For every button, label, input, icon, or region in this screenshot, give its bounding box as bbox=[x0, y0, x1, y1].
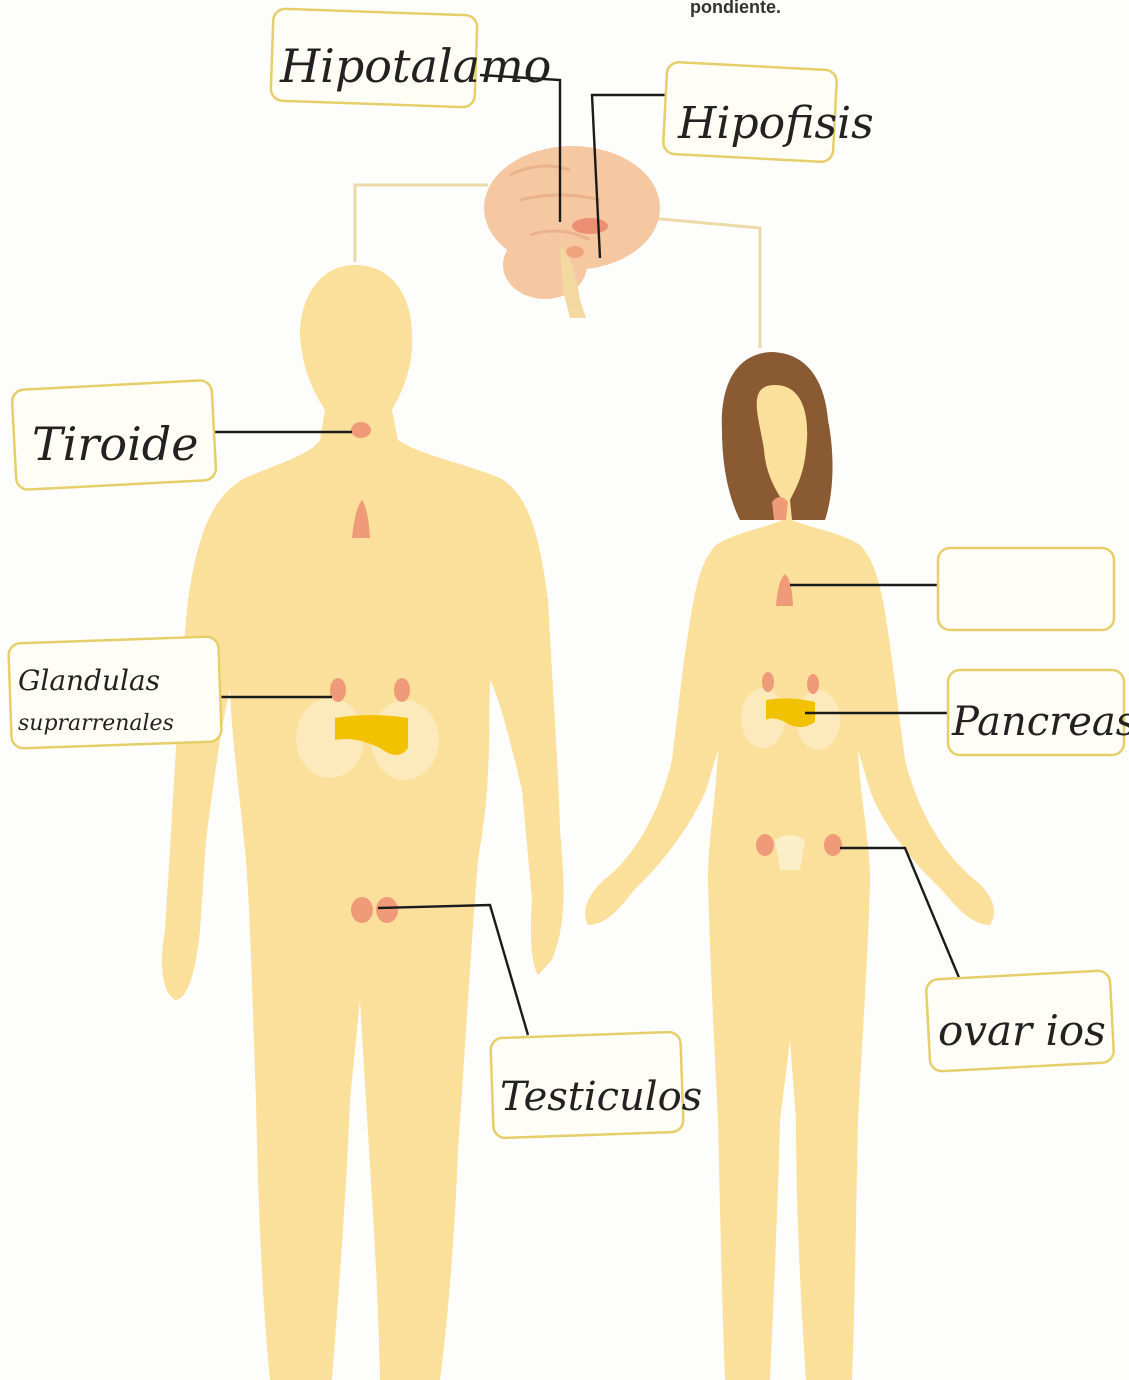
label-hipofisis: Hipofisis bbox=[677, 98, 874, 149]
label-glandulas-line1: Glandulas bbox=[18, 664, 160, 697]
label-testiculos: Testiculos bbox=[500, 1074, 702, 1120]
label-hipotalamo: Hipotalamo bbox=[279, 39, 551, 93]
brain-illustration bbox=[484, 146, 660, 318]
female-ovary-left bbox=[756, 834, 774, 856]
label-box-pancreas[interactable]: Pancreas bbox=[948, 670, 1129, 755]
label-tiroide: Tiroide bbox=[32, 417, 198, 471]
female-adrenal-right bbox=[807, 674, 819, 694]
header-text: pondiente. bbox=[690, 0, 781, 17]
brain-to-female-connector bbox=[650, 218, 760, 348]
male-adrenal-left bbox=[330, 678, 346, 702]
label-ovarios: ovar ios bbox=[938, 1006, 1106, 1055]
male-testicle-right bbox=[376, 897, 398, 923]
female-thyroid-gland bbox=[772, 497, 788, 520]
brain-to-male-connector bbox=[355, 185, 488, 262]
label-box-testiculos[interactable]: Testiculos bbox=[490, 1032, 702, 1139]
label-box-hipofisis[interactable]: Hipofisis bbox=[663, 62, 874, 163]
label-box-hipotalamo[interactable]: Hipotalamo bbox=[270, 8, 551, 107]
female-ovary-right bbox=[824, 834, 842, 856]
male-adrenal-right bbox=[394, 678, 410, 702]
male-thyroid-gland bbox=[351, 422, 371, 438]
label-pancreas: Pancreas bbox=[951, 699, 1129, 745]
female-body-silhouette bbox=[585, 352, 994, 1380]
label-box-blank[interactable] bbox=[938, 548, 1114, 630]
label-box-glandulas[interactable]: Glandulas suprarrenales bbox=[8, 636, 222, 748]
label-glandulas-line2: suprarrenales bbox=[18, 711, 174, 736]
label-box-ovarios[interactable]: ovar ios bbox=[926, 970, 1115, 1072]
female-adrenal-left bbox=[762, 672, 774, 692]
male-testicle-left bbox=[351, 897, 373, 923]
label-box-tiroide[interactable]: Tiroide bbox=[12, 380, 217, 490]
